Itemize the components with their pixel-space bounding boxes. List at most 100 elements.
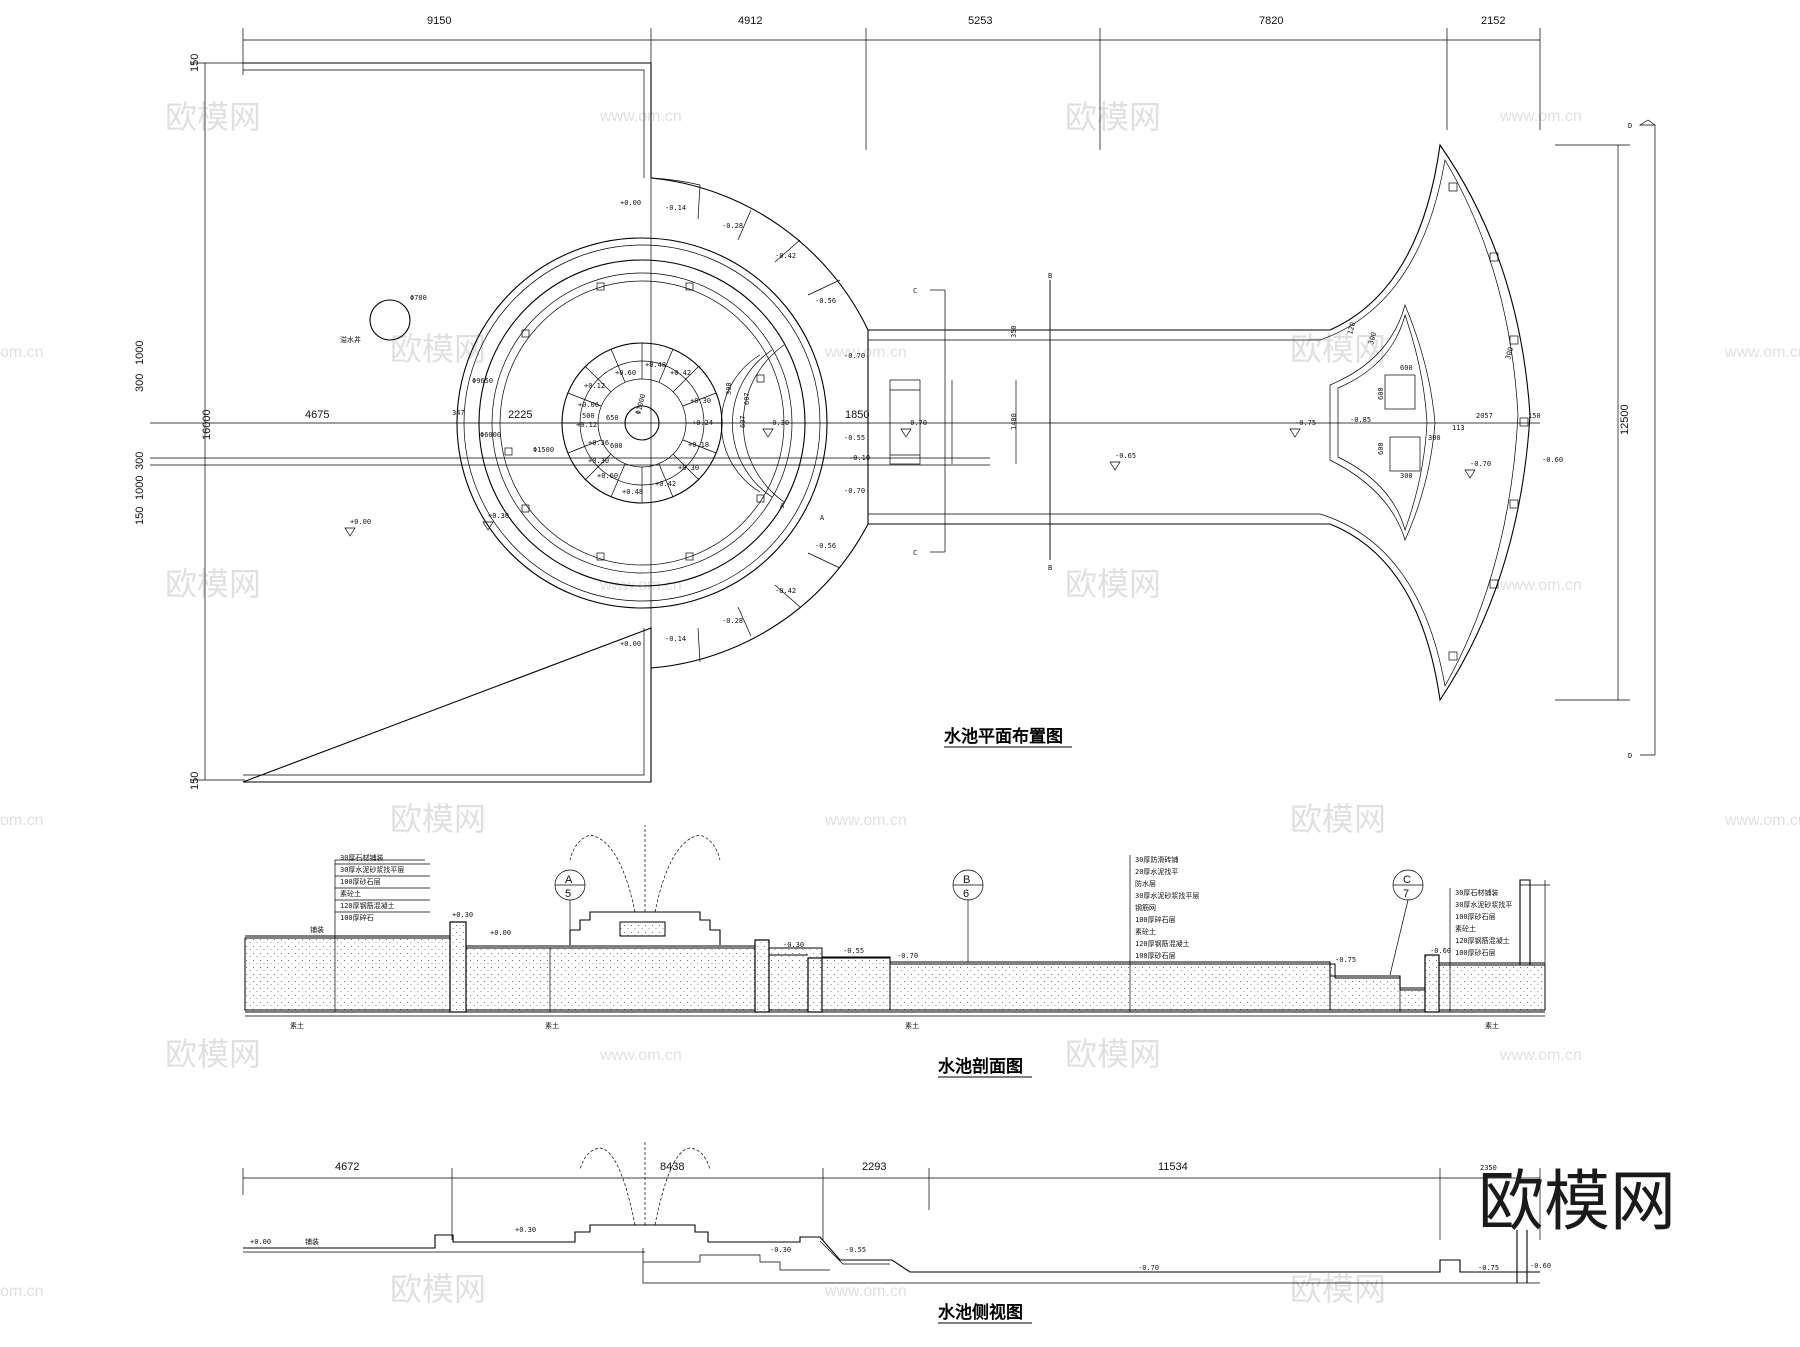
dimension-label: 7820 [1259,15,1283,27]
note-text: 素砼土 [340,889,361,898]
marker-letter: B [963,874,970,886]
note-text: 素砼土 [1455,924,1476,933]
section-mark: D [1628,122,1632,130]
dimension-label: 600 [1377,442,1385,455]
level-label: -0.60 [1542,456,1563,464]
paving-label: 铺装 [310,925,324,934]
level-label: +0.36 [588,439,609,447]
note-text: 100厚碎石 [340,913,374,922]
watermark-url: www.om.cn [1499,108,1582,125]
level-label: -0.56 [815,297,836,305]
ground-label: 素土 [1485,1021,1499,1030]
dimension-label: 347 [452,409,465,417]
watermark-text: 欧模网 [165,565,261,603]
dimension-label: 150 [1528,412,1541,420]
section-mark: B [1048,272,1052,280]
plaza-outline [242,62,652,783]
level-label: +0.30 [678,464,699,472]
level-label: +0.42 [670,369,691,377]
level-label: -0.70 [1138,1264,1159,1272]
level-label: +0.00 [620,199,641,207]
dimension-label: 300 [725,382,733,395]
level-label: -0.42 [775,252,796,260]
section-mark: B [1048,564,1052,572]
dimension-label: 300 [1367,331,1378,345]
level-label: -0.75 [1478,1264,1499,1272]
marker-number: 6 [963,888,969,900]
level-label: +0.48 [645,361,666,369]
dimension-label: 1850 [845,409,869,421]
level-label: +0.60 [615,369,636,377]
dimension-label: 2057 [1476,412,1493,420]
dimension-label: Φ700 [410,294,427,302]
watermark-url: www.om.cn [824,812,907,829]
plan-centerlines: C C B B A A [150,272,1540,572]
plan-levels: +0.00 -0.14 -0.28 -0.42 -0.56 -0.70 -0.7… [344,199,1563,648]
level-label: -0.10 [849,454,870,462]
level-label: -0.55 [843,947,864,955]
well-label: 溢水井 [340,335,361,344]
level-label: -0.70 [844,487,865,495]
level-label: +0.24 [692,419,713,427]
level-label: -0.30 [783,941,804,949]
paving-label: 铺装 [305,1237,319,1246]
dimension-label: 607 [739,415,747,428]
section-title: 水池剖面图 [938,1056,1023,1077]
dimension-label: 12500 [1619,404,1631,435]
note-text: 防水层 [1135,879,1156,888]
note-text: 30厚水泥砂浆找平层 [1135,891,1199,900]
level-label: +0.12 [576,421,597,429]
note-text: 120厚钢筋混凝土 [1135,939,1190,948]
dimension-label: 600 [610,442,623,450]
level-label: +0.00 [490,929,511,937]
dimension-label: 1400 [1010,413,1018,430]
watermark-text: 欧模网 [165,98,261,136]
level-label: -0.14 [665,635,686,643]
dimension-label: 600 [1400,364,1413,372]
section-mark: C [913,549,917,557]
watermark-url: www.om.cn [1499,577,1582,594]
dimension-label: Φ1000 [634,393,647,415]
watermark-url: www.om.cn [599,108,682,125]
level-label: +0.06 [578,401,599,409]
note-text: 100厚砂石层 [1135,951,1176,960]
dimension-label: 150 [189,54,201,72]
watermark-text: 欧模网 [390,330,486,368]
watermark-text: 欧模网 [165,1035,261,1073]
level-label: +0.42 [655,480,676,488]
watermark-url: www.om.cn [824,1283,907,1300]
level-label: -0.70 [844,352,865,360]
note-text: 100厚砂石层 [1455,912,1496,921]
dimension-label: 2293 [862,1161,886,1173]
watermark-url: om.cn [0,1283,44,1300]
watermark-url: www.om.cn [599,1047,682,1064]
section-notes-mid: 30厚防滑砖铺 20厚水泥找平 防水层 30厚水泥砂浆找平层 钢筋网 100厚碎… [1129,855,1199,964]
watermark-layer: 欧模网 www.om.cn 欧模网 www.om.cn om.cn 欧模网 ww… [0,98,1800,1308]
watermark-url: www.om.cn [1724,344,1800,361]
watermark-url: om.cn [0,344,44,361]
level-label: +0.48 [622,488,643,496]
dimension-label: 350 [1010,325,1018,338]
level-label: -0.14 [665,204,686,212]
plan-dimensions: 4675 347 2225 Φ9650 Φ6000 Φ1500 650 600 … [305,321,1541,480]
note-text: 30厚石材铺装 [340,853,383,862]
note-text: 30厚石材铺装 [1455,888,1498,897]
section-body [244,921,466,1011]
level-label: +0.30 [690,397,711,405]
watermark-text: 欧模网 [1065,1035,1161,1073]
level-label: -0.42 [775,587,796,595]
level-label: +0.30 [488,512,509,520]
watermark-text: 欧模网 [1065,98,1161,136]
level-label: +0.30 [515,1226,536,1234]
overflow-well [369,299,411,341]
plan-left-dimension: 150 1000 300 16000 300 1000 150 150 [134,54,245,790]
note-text: 20厚水泥找平 [1135,867,1178,876]
level-label: -0.28 [722,617,743,625]
watermark-text: 欧模网 [1290,330,1386,368]
dimension-label: 300 [134,452,146,470]
ground-label: 素土 [905,1021,919,1030]
dimension-label: 113 [1452,424,1465,432]
level-label: -0.30 [768,419,789,427]
dimension-label: 16000 [201,409,213,440]
dimension-label: 300 [134,374,146,392]
